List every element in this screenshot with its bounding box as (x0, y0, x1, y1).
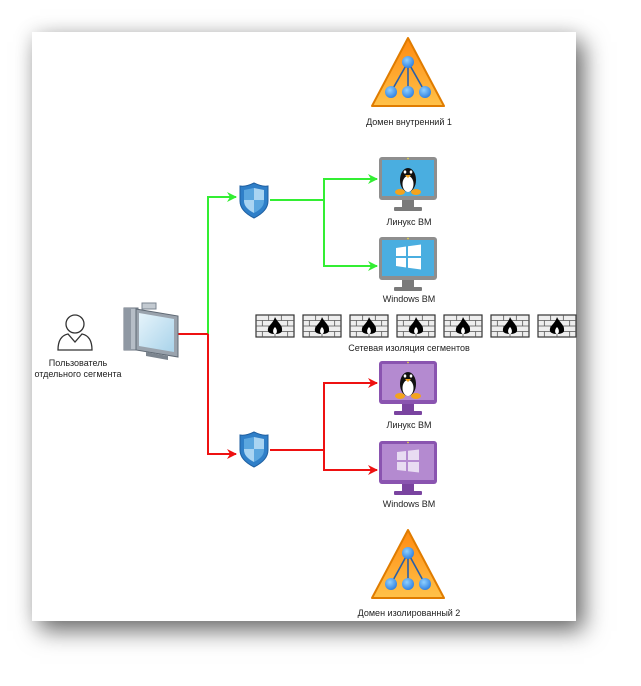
linux-monitor-icon (379, 361, 437, 415)
vm-isolated-windows-label: Windows ВМ (383, 499, 436, 509)
penguin-icon (395, 372, 421, 399)
user-node[interactable]: Пользователь отдельного сегмента (34, 314, 122, 379)
vm-internal-windows[interactable]: Windows ВМ (379, 237, 437, 304)
user-label-line2: отдельного сегмента (34, 369, 121, 379)
firewall-icon (537, 314, 577, 338)
vm-isolated-windows[interactable]: Windows ВМ (379, 441, 437, 509)
firewall-icon (443, 314, 483, 338)
firewall-icon (396, 314, 436, 338)
flame-icon (549, 317, 565, 334)
penguin-icon (395, 168, 421, 195)
shield-icon (239, 182, 269, 219)
firewall-icon (349, 314, 389, 338)
isolated-links (178, 333, 378, 475)
linux-monitor-icon (379, 157, 437, 211)
domain-isolated-label: Домен изолированный 2 (358, 608, 461, 618)
domain-internal-label: Домен внутренний 1 (366, 117, 452, 127)
firewall-icon (490, 314, 530, 338)
firewall-label: Сетевая изоляция сегментов (348, 343, 470, 353)
link-to-linux-internal (323, 174, 378, 200)
windows-monitor-icon (379, 441, 437, 495)
domain-isolated[interactable]: Домен изолированный 2 (358, 529, 461, 618)
user-icon (57, 314, 93, 351)
flame-icon (361, 317, 377, 334)
flame-icon (502, 317, 518, 334)
flame-icon (267, 317, 283, 334)
windows-monitor-icon (379, 237, 437, 291)
link-to-windows-internal (323, 200, 378, 271)
vm-internal-linux-label: Линукс ВМ (387, 217, 432, 227)
vm-internal-linux[interactable]: Линукс ВМ (379, 157, 437, 227)
allowed-links (207, 174, 378, 334)
link-pc-to-shield-isolated (207, 334, 237, 459)
domain-tree-icon (371, 37, 445, 107)
domain-internal[interactable]: Домен внутренний 1 (366, 37, 452, 127)
shield-isolated[interactable] (239, 431, 269, 468)
vm-internal-windows-label: Windows ВМ (383, 294, 436, 304)
workstation-icon[interactable] (123, 302, 179, 360)
shield-internal[interactable] (239, 182, 269, 219)
shield-icon (239, 431, 269, 468)
windows-logo-icon (396, 244, 421, 270)
flame-icon (314, 317, 330, 334)
domain-tree-icon (371, 529, 445, 599)
link-pc-to-shield-internal (207, 192, 237, 334)
windows-logo-icon (397, 449, 419, 473)
link-to-windows-isolated (323, 450, 378, 475)
link-to-linux-isolated (323, 378, 378, 450)
vm-isolated-linux[interactable]: Линукс ВМ (379, 361, 437, 430)
firewall-row (255, 314, 577, 338)
user-label-line1: Пользователь (49, 358, 108, 368)
flame-icon (408, 317, 424, 334)
vm-isolated-linux-label: Линукс ВМ (387, 420, 432, 430)
flame-icon (455, 317, 471, 334)
firewall-icon (302, 314, 342, 338)
firewall-icon (255, 314, 295, 338)
